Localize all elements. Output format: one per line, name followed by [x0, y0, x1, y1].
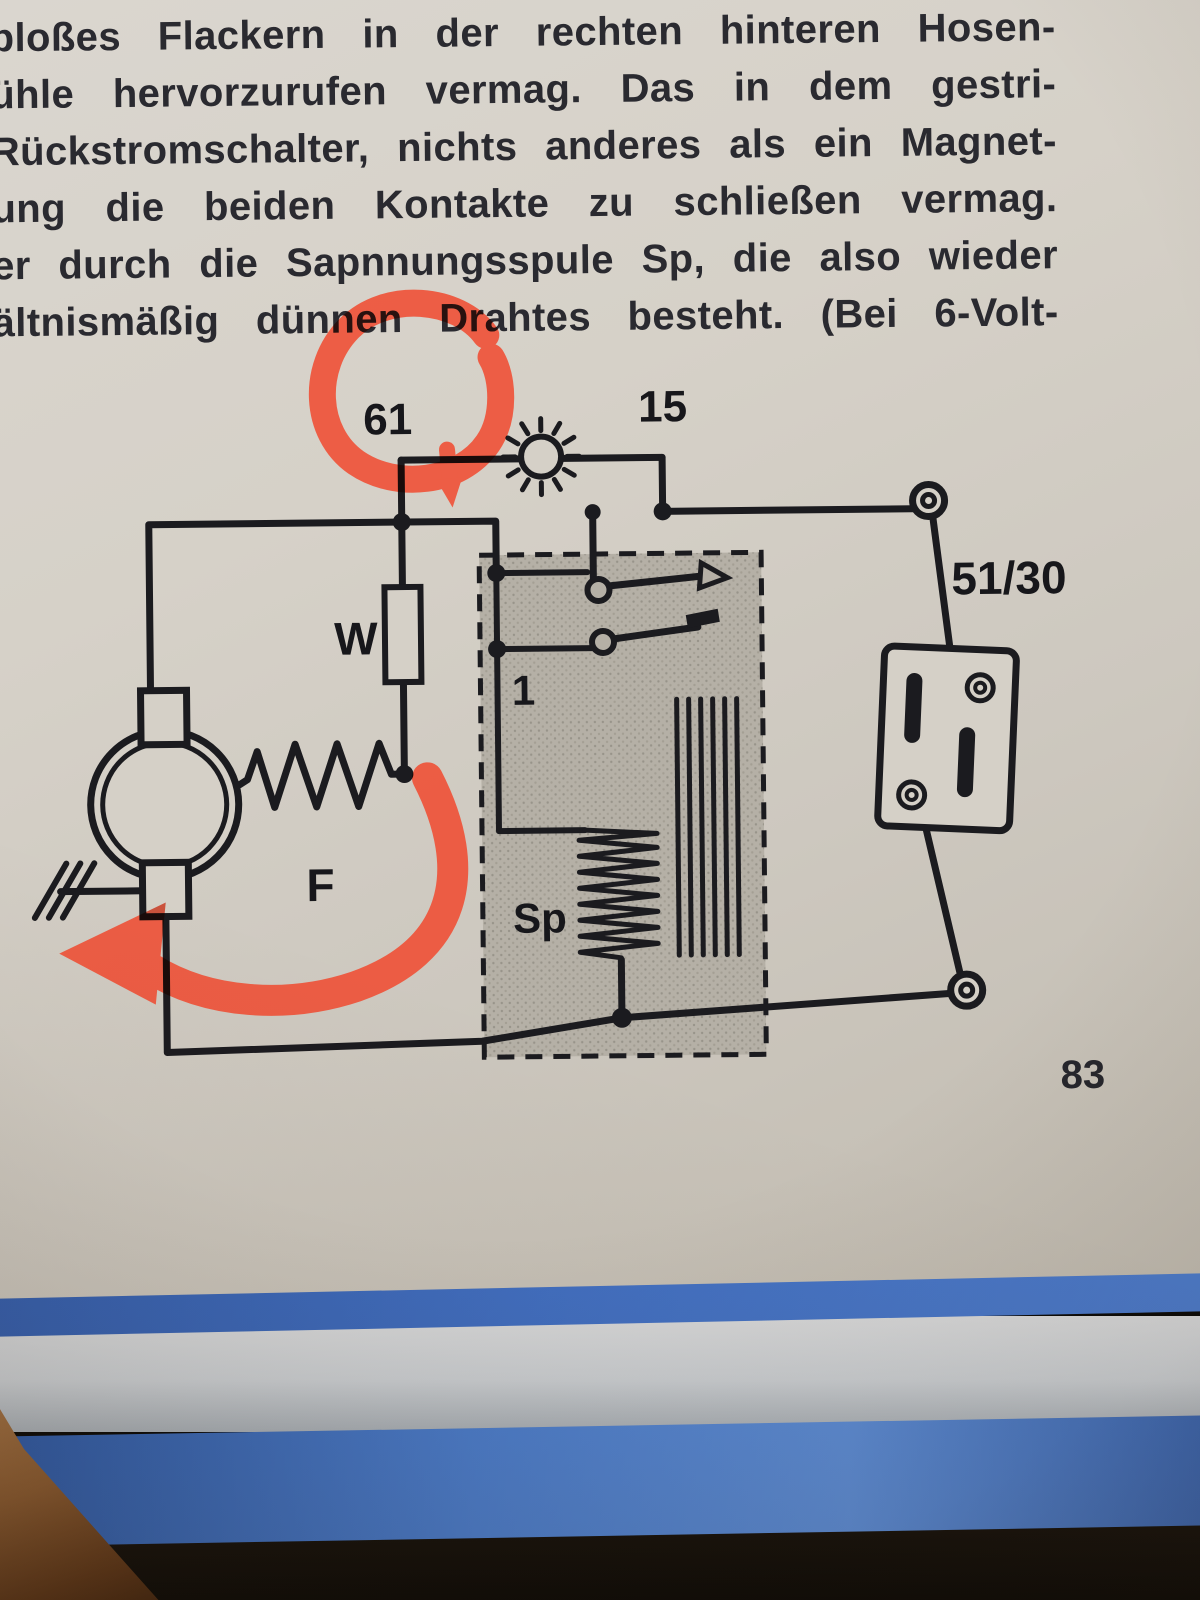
ground-symbol	[31, 860, 98, 921]
label-terminal-51-30: 51/30	[951, 551, 1067, 604]
relay-internals	[493, 569, 742, 961]
lamp-icon	[500, 416, 582, 498]
coil-sp	[576, 827, 661, 961]
junction-dots	[392, 502, 672, 1028]
marker-arrow-shaft	[135, 762, 469, 1016]
page-number: 83	[1060, 1052, 1106, 1098]
marker-circle	[308, 289, 515, 493]
terminal-bottom-right	[947, 970, 987, 1010]
label-coil-sp: Sp	[513, 894, 567, 942]
marker-tick-head	[436, 477, 463, 508]
marker-annotations	[59, 289, 515, 1016]
page-bottom-edge	[0, 1316, 1200, 1432]
field-resistor-f	[235, 739, 408, 811]
generator-symbol	[87, 686, 243, 921]
book-cover-edge	[0, 1415, 1200, 1547]
marker-arrow-head	[59, 902, 166, 1005]
relay-contacts	[584, 558, 734, 656]
connector-block	[874, 642, 1020, 835]
label-resistor-w: W	[334, 612, 379, 664]
regulator-box	[476, 549, 769, 1060]
label-terminal-15: 15	[638, 382, 687, 432]
label-junction-1: 1	[512, 667, 536, 714]
label-field-f: F	[306, 859, 335, 911]
terminal-top-right	[909, 481, 949, 521]
winding-core	[674, 696, 742, 958]
label-terminal-61: 61	[363, 395, 412, 445]
resistor-w	[381, 583, 425, 686]
diagram-labels: 61 15 51/30 W F 1 Sp	[306, 382, 1067, 942]
